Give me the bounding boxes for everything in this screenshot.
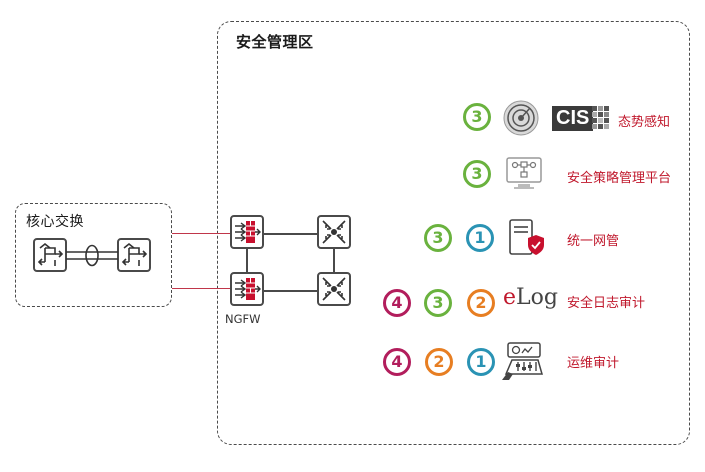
feature-label-situation-awareness: 态势感知 [618,115,671,130]
core-switch-icon [121,242,148,266]
radar-icon [503,100,539,136]
feature-label-unified-nms: 统一网管 [567,234,620,249]
core-switch-right[interactable] [117,238,151,272]
switch-icon [322,277,346,301]
management-zone-title: 安全管理区 [236,33,314,51]
firewall-icon [235,221,261,243]
firewall-icon [235,278,261,300]
switch-icon [322,220,346,244]
core-switch-zone [15,203,172,307]
ngfw-top[interactable] [230,215,264,249]
feature-label-log-audit: 安全日志审计 [567,296,646,311]
core-switch-left[interactable] [33,238,67,272]
cis-logo-mosaic [592,106,609,129]
server-shield-icon [509,219,544,255]
core-zone-title: 核心交换 [26,214,84,230]
badge-3: 3 [424,224,452,252]
badge-3: 3 [463,160,491,188]
ngfw-bottom[interactable] [230,272,264,306]
core-switch-icon [37,242,64,266]
cis-logo: CIS [552,106,594,131]
badge-4: 4 [383,289,411,317]
mgmt-switch-top[interactable] [317,215,351,249]
core-interconnect [66,244,118,267]
badge-2: 2 [467,289,495,317]
ngfw-switch-link-2 [264,290,318,292]
feature-label-ops-audit: 运维审计 [567,356,620,371]
badge-3: 3 [424,289,452,317]
monitor-flowchart-icon [506,157,542,189]
mgmt-switch-bottom[interactable] [317,272,351,306]
uplink-2 [172,288,232,290]
switch-stack-link [333,249,335,272]
ngfw-label: NGFW [225,312,261,326]
badge-1: 1 [467,348,495,376]
ngfw-ha-link [246,249,248,272]
badge-4: 4 [383,348,411,376]
badge-1: 1 [466,224,494,252]
feature-label-policy-platform: 安全策略管理平台 [567,171,672,186]
badge-2: 2 [425,348,453,376]
badge-3: 3 [463,103,491,131]
uplink-1 [172,233,232,235]
ngfw-switch-link-1 [264,233,318,235]
elog-logo: eLog [503,285,558,310]
audit-console-icon [502,342,543,380]
